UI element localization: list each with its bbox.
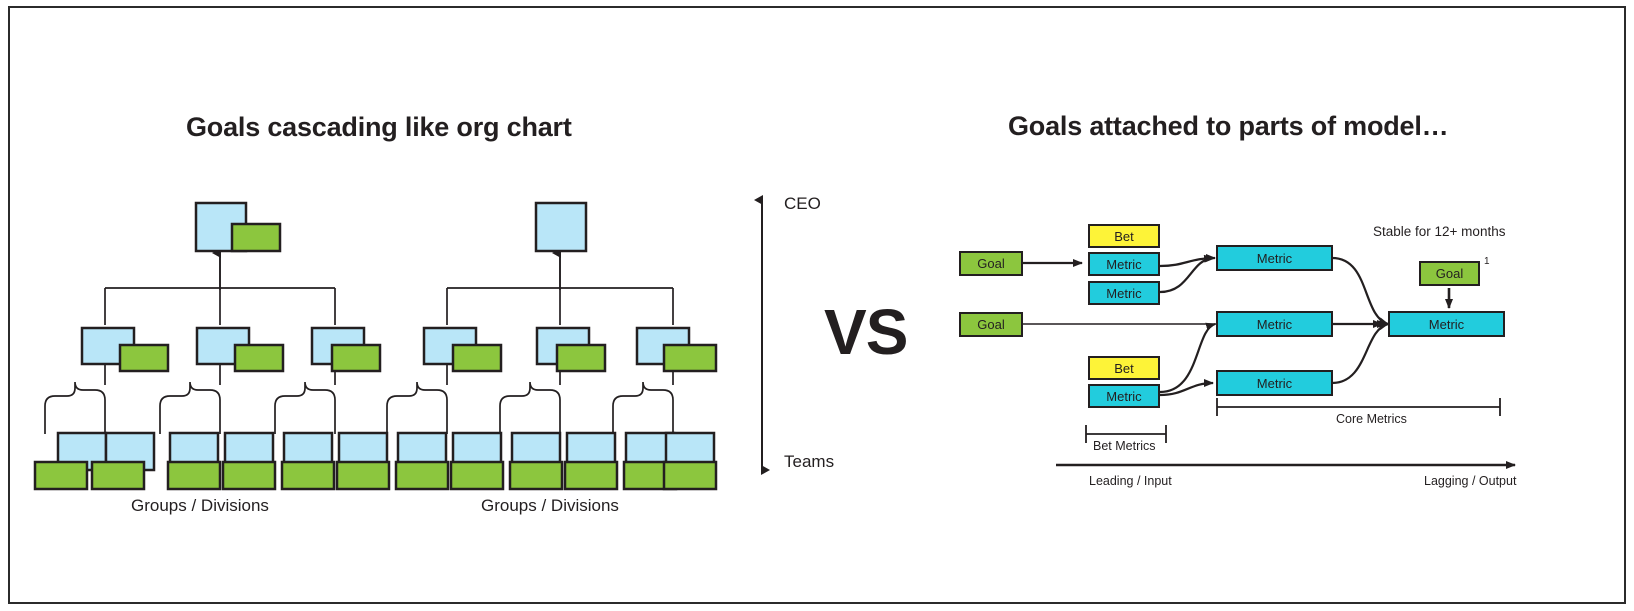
mid-level-nodes (80, 326, 718, 373)
goal-box-1: Goal (959, 251, 1023, 276)
core-metric-box-1: Metric (1216, 245, 1333, 271)
core-metric-box-2: Metric (1216, 311, 1333, 337)
leaf-level-nodes (33, 431, 718, 491)
goal-box-2: Goal (959, 312, 1023, 337)
goal-box-3: Goal (1419, 261, 1480, 286)
bet-metrics-label: Bet Metrics (1093, 439, 1156, 453)
axis-label-teams: Teams (784, 452, 835, 471)
bet-box-1: Bet (1088, 224, 1160, 248)
stable-note: Stable for 12+ months (1373, 224, 1506, 239)
slide-frame (8, 6, 1626, 604)
root-goal-box (534, 201, 588, 253)
lagging-output-label: Lagging / Output (1424, 474, 1517, 488)
vs-comparator-label: VS (824, 296, 908, 368)
metric-box-b1: Metric (1088, 384, 1160, 408)
left-panel-title: Goals cascading like org chart (186, 112, 572, 142)
root-metric-box (230, 222, 282, 253)
metric-box-a1: Metric (1088, 252, 1160, 276)
groups-divisions-label-2: Groups / Divisions (481, 496, 619, 515)
core-metrics-bracket (1216, 398, 1501, 416)
core-metric-box-3: Metric (1216, 370, 1333, 396)
bet-metrics-bracket (1085, 425, 1167, 443)
final-metric-box: Metric (1388, 311, 1505, 337)
footnote-marker: 1 (1484, 256, 1490, 267)
core-metrics-label: Core Metrics (1336, 412, 1407, 426)
groups-divisions-label-1: Groups / Divisions (131, 496, 269, 515)
leading-input-label: Leading / Input (1089, 474, 1172, 488)
right-panel-title: Goals attached to parts of model… (1008, 111, 1449, 141)
axis-label-ceo: CEO (784, 194, 821, 213)
bet-box-2: Bet (1088, 356, 1160, 380)
metric-box-a2: Metric (1088, 281, 1160, 305)
